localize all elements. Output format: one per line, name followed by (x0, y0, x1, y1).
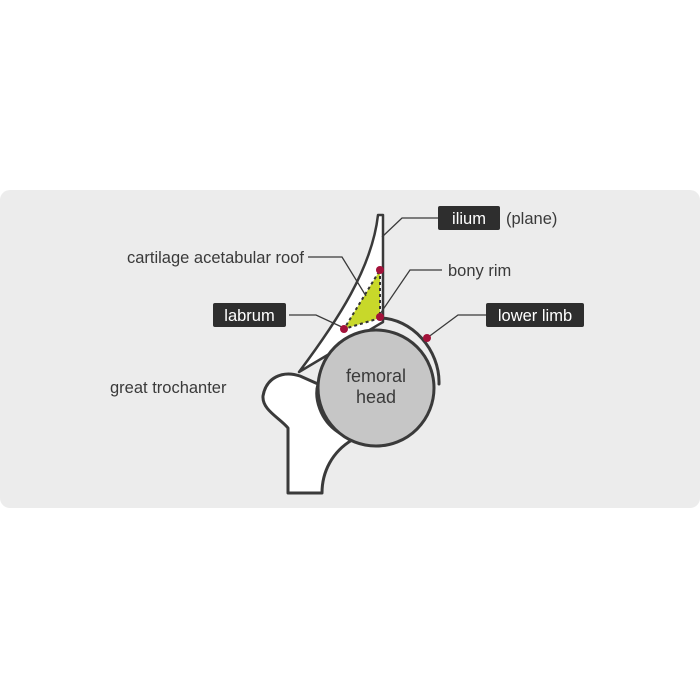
leader-ilium (381, 217, 438, 238)
leader-lower-limb (426, 314, 486, 339)
label-great-trochanter: great trochanter (110, 379, 227, 397)
marker-labrum (340, 325, 348, 333)
label-lower-limb: lower limb (498, 307, 572, 325)
label-labrum: labrum (224, 307, 274, 325)
tag-lower-limb (486, 303, 584, 327)
acetabulum-arc (377, 316, 441, 386)
label-cartilage-acetabular-roof: cartilage acetabular roof (127, 249, 304, 267)
tag-ilium (438, 206, 500, 230)
leader-labrum (289, 314, 345, 329)
cartilage-acetabular-roof (341, 266, 381, 331)
marker-lower-limb (423, 334, 431, 342)
femur-shape (261, 372, 354, 495)
leader-bony-rim (379, 269, 442, 315)
femoral-head (316, 328, 436, 448)
marker-bony-rim (376, 313, 384, 321)
label-ilium: ilium (452, 210, 486, 228)
label-ilium-plane: (plane) (506, 210, 557, 228)
leader-cartilage (308, 256, 367, 297)
femoral-head-label-line2: head (356, 387, 396, 407)
tag-labrum (213, 303, 286, 327)
label-bony-rim: bony rim (448, 262, 511, 280)
femoral-head-label-line1: femoral (346, 366, 406, 386)
marker-cartilage-top (376, 266, 384, 274)
